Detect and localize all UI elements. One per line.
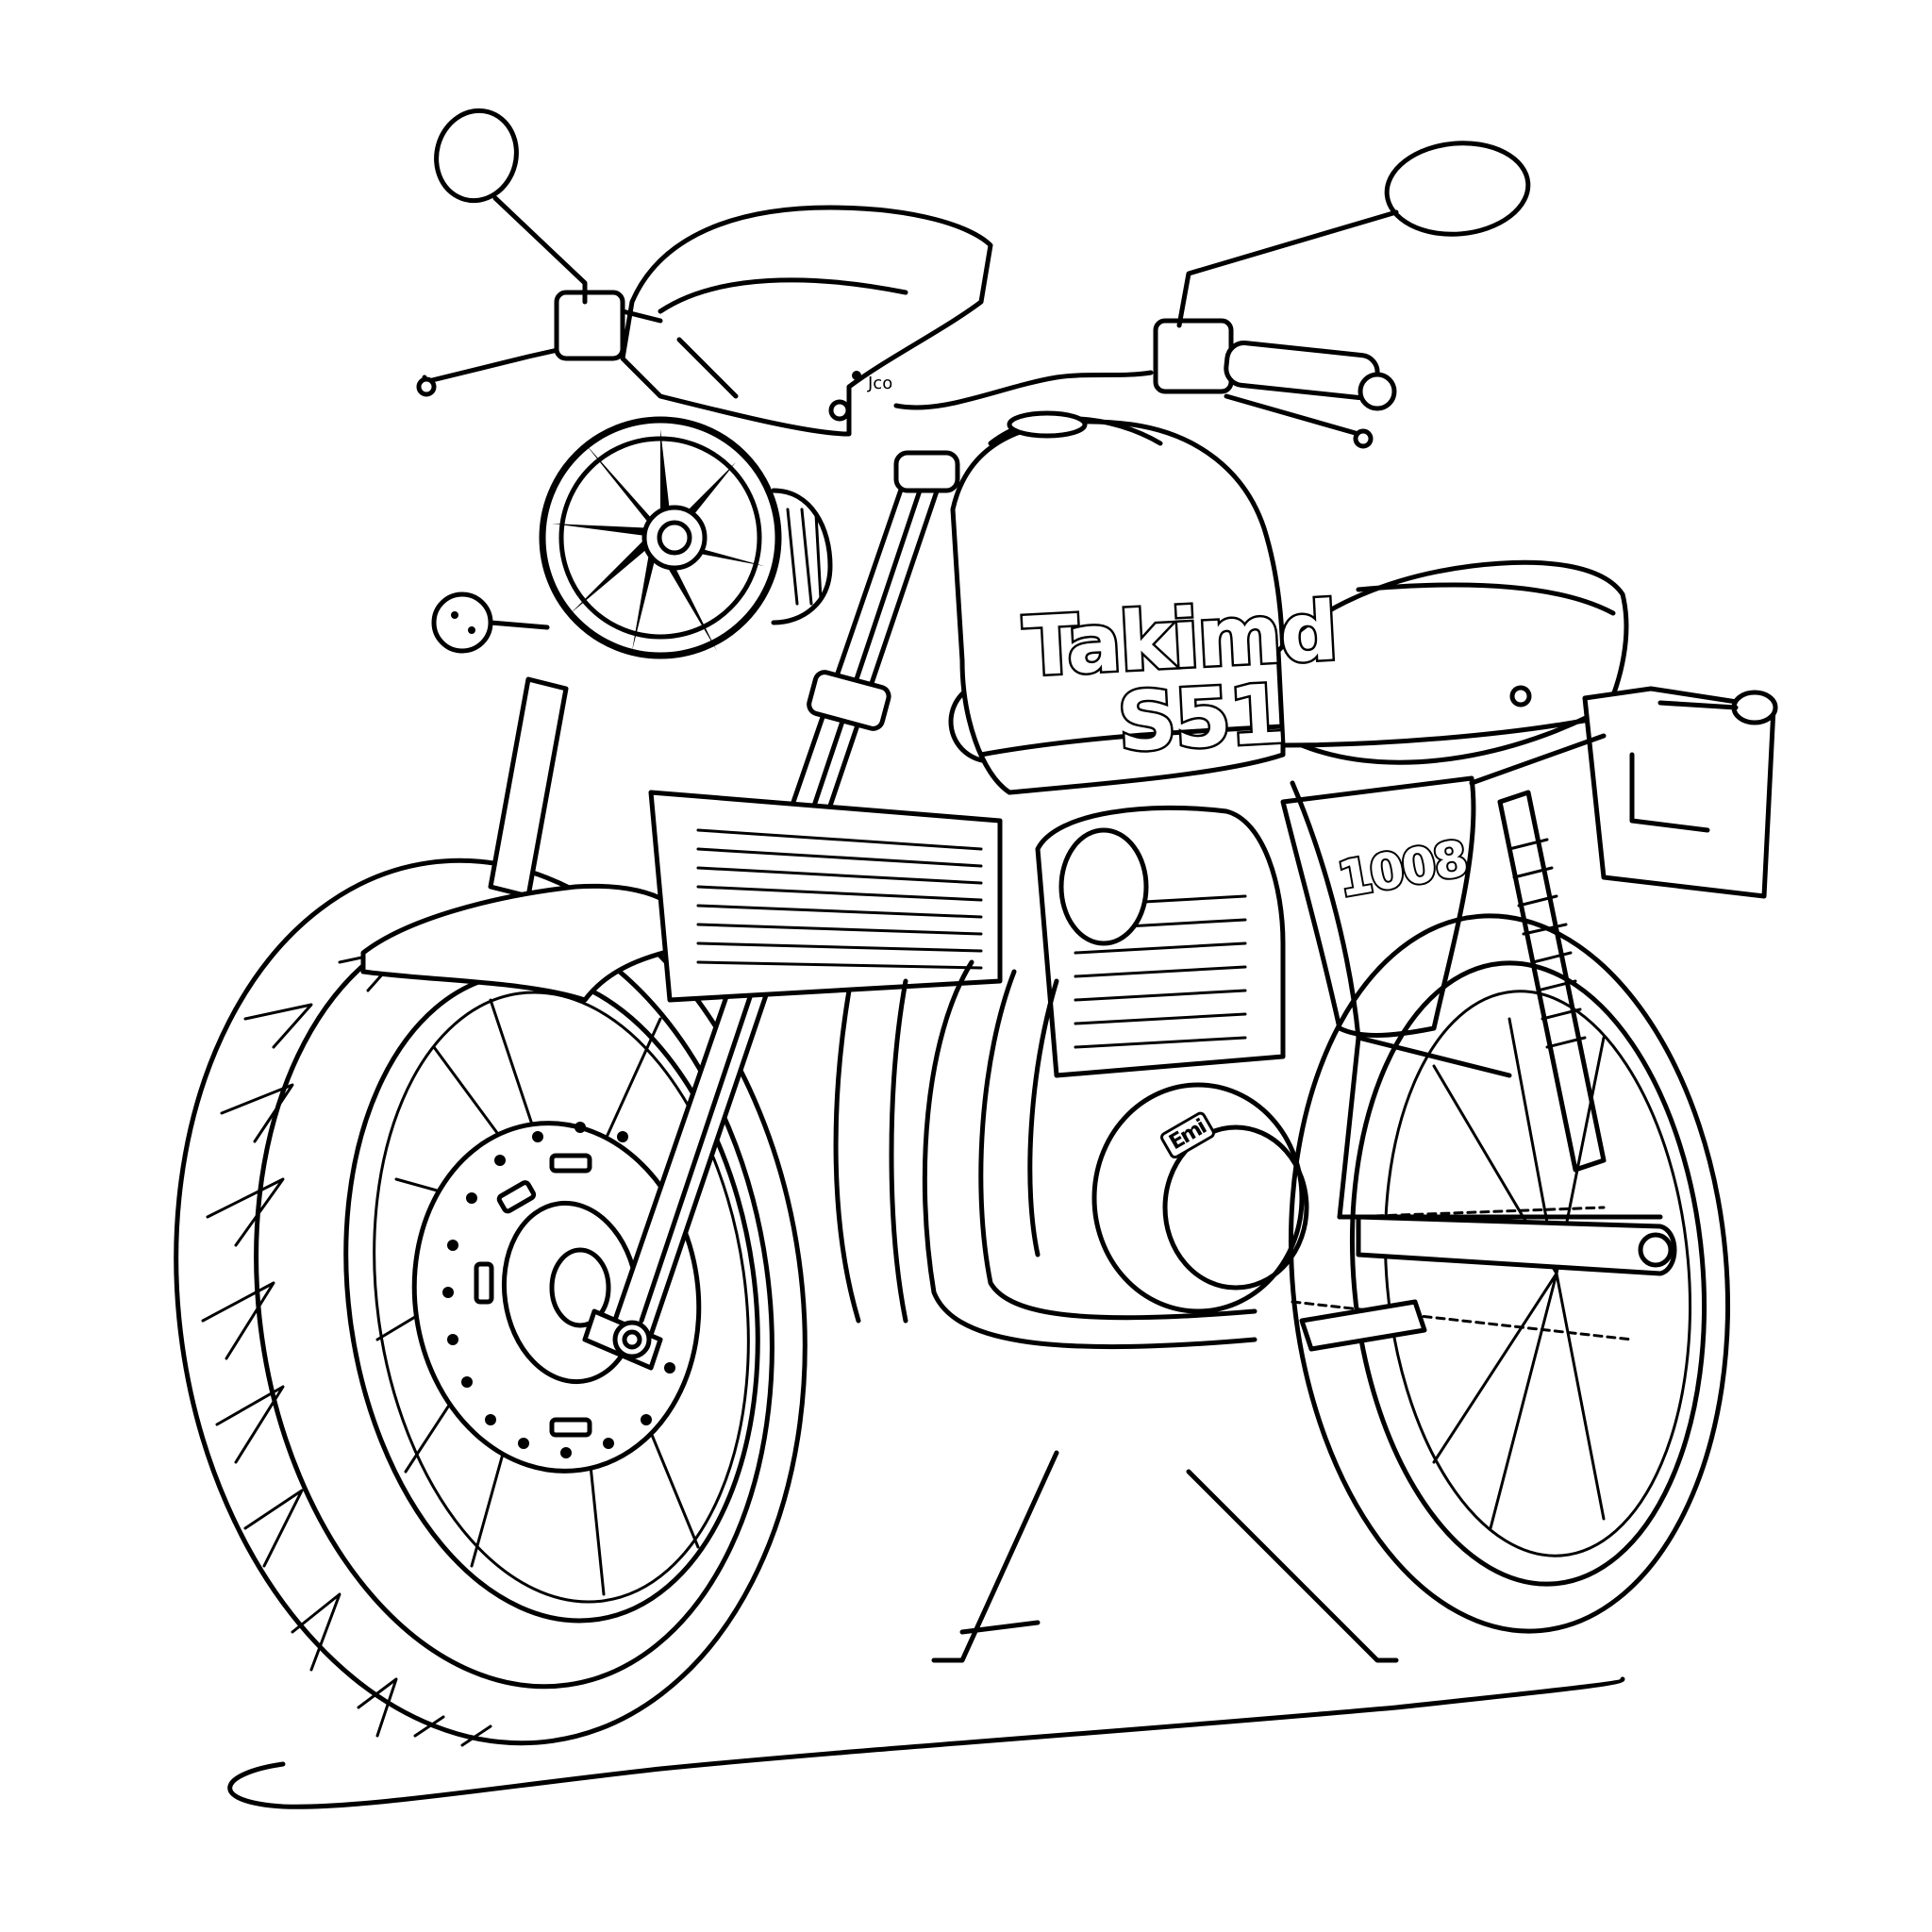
rear-wheel	[1288, 913, 1731, 1634]
front-turn-signal-left	[431, 591, 550, 654]
right-mirror	[1176, 141, 1531, 328]
fuel-tank	[950, 410, 1286, 795]
license-plate	[1582, 686, 1778, 899]
handlebars	[416, 290, 1397, 449]
svg-text:Jco: Jco	[867, 374, 892, 393]
left-mirror	[434, 108, 588, 305]
swingarm	[1356, 1214, 1677, 1276]
footpeg	[1299, 1299, 1427, 1352]
radiator	[648, 790, 1003, 1003]
front-fender	[360, 883, 706, 1003]
kickstand	[931, 1450, 1399, 1663]
tank-logo-line2: S51	[1113, 665, 1289, 773]
seat	[1275, 559, 1629, 765]
fly-screen: Jco	[620, 205, 993, 437]
headlight	[539, 416, 833, 659]
exhaust-pipes	[833, 959, 1257, 1350]
side-panel	[1280, 775, 1476, 1038]
drive-chain	[1291, 1206, 1634, 1341]
ground-shadow	[227, 1676, 1625, 1809]
engine	[1035, 805, 1309, 1314]
